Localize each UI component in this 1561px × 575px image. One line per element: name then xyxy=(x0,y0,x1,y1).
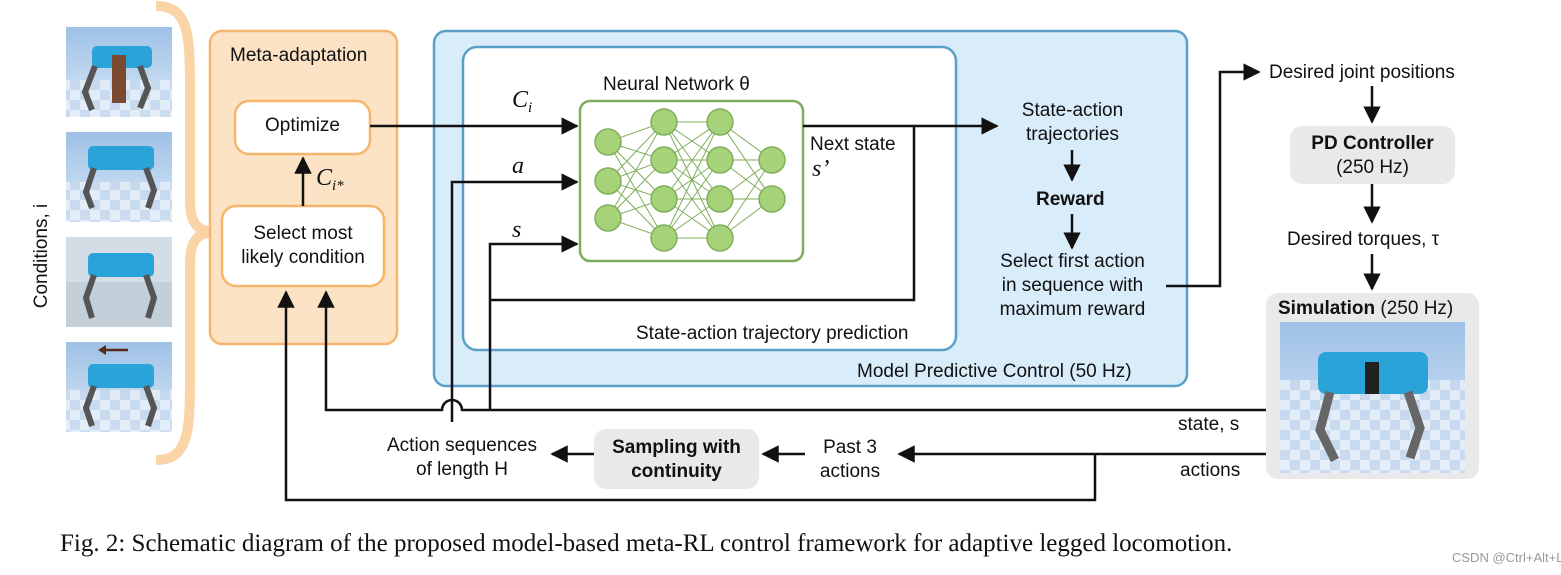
nn-node xyxy=(594,167,622,195)
reward-label: Reward xyxy=(1036,189,1105,210)
next-state-label: Next state xyxy=(810,134,896,155)
s-prime-label: s’ xyxy=(812,156,830,182)
sampling-label: Sampling with continuity xyxy=(594,436,759,484)
nn-edge xyxy=(663,159,721,239)
robot-thumbnail-4 xyxy=(66,342,172,432)
meta-adaptation-title: Meta-adaptation xyxy=(230,45,368,66)
nn-node xyxy=(706,185,734,213)
watermark: CSDN @Ctrl+Alt+L xyxy=(1452,550,1561,565)
mpc-title: Model Predictive Control (50 Hz) xyxy=(857,361,1132,382)
robot-thumbnail-3 xyxy=(66,237,172,327)
robot-thumbnail-1 xyxy=(66,27,172,117)
action-sequences-line2: of length H xyxy=(416,459,508,480)
nn-node xyxy=(706,146,734,174)
select-condition-label: Select most likely condition xyxy=(222,222,384,270)
trajectories-line1: State-action xyxy=(1021,100,1124,121)
nn-edge xyxy=(719,159,773,239)
nn-node xyxy=(758,185,786,213)
sampling-box xyxy=(594,429,759,489)
nn-edge xyxy=(607,121,665,219)
sampling-line2: continuity xyxy=(631,461,722,482)
desired-joint-label: Desired joint positions xyxy=(1269,62,1455,83)
nn-node xyxy=(594,204,622,232)
action-sequences-line1: Action sequences xyxy=(387,435,537,456)
simulation-robot-image xyxy=(1280,322,1465,473)
pd-controller-label: PD Controller (250 Hz) xyxy=(1290,132,1455,180)
optimize-box xyxy=(233,99,372,156)
nn-edge xyxy=(663,121,721,239)
nn-node xyxy=(594,128,622,156)
select-action-line2: in sequence with xyxy=(1001,275,1144,296)
desired-torques-label: Desired torques, τ xyxy=(1287,229,1440,250)
actions-label: actions xyxy=(1180,460,1241,481)
trajectories-line2: trajectories xyxy=(1026,124,1119,145)
input-ci-symbol: C xyxy=(512,87,529,113)
connectors xyxy=(277,63,1381,502)
action-sequences-label: Action sequences of length H xyxy=(372,434,552,482)
nn-node xyxy=(650,185,678,213)
nn-node xyxy=(706,224,734,252)
ci-star-subscript: i* xyxy=(332,177,344,194)
select-action-line3: maximum reward xyxy=(999,299,1146,320)
robot-thumbnail-2 xyxy=(66,132,172,222)
conditions-label: Conditions, i xyxy=(30,196,54,316)
input-a-label: a xyxy=(512,153,524,179)
state-s-label: state, s xyxy=(1178,413,1239,437)
ci-star-label: Ci* xyxy=(316,166,344,198)
state-s-text: state, s xyxy=(1178,414,1240,435)
sampling-line1: Sampling with xyxy=(612,437,741,458)
nn-node xyxy=(706,108,734,136)
simulation-label: Simulation (250 Hz) xyxy=(1278,297,1453,321)
pd-controller-title: PD Controller xyxy=(1311,133,1434,154)
past-actions-line2: actions xyxy=(819,461,881,482)
nn-node xyxy=(650,146,678,174)
nn-edge xyxy=(663,121,721,200)
trajectory-prediction-title: State-action trajectory prediction xyxy=(636,323,909,344)
conditions-text: Conditions, i xyxy=(31,203,52,309)
nn-title: Neural Network θ xyxy=(603,73,750,97)
pd-controller-hz: (250 Hz) xyxy=(1336,157,1409,178)
past-actions-label: Past 3 actions xyxy=(805,436,895,484)
select-action-line1: Select first action xyxy=(1000,251,1145,272)
input-ci-subscript: i xyxy=(528,99,533,116)
select-condition-line1: Select most xyxy=(253,223,353,244)
optimize-label: Optimize xyxy=(265,115,340,136)
input-ci-label: Ci xyxy=(512,88,532,120)
simulation-title: Simulation xyxy=(1278,298,1376,319)
nn-title-text: Neural Network θ xyxy=(603,74,750,95)
nn-node xyxy=(758,146,786,174)
figure-caption: Fig. 2: Schematic diagram of the propose… xyxy=(60,530,1233,557)
simulation-hz: (250 Hz) xyxy=(1380,298,1454,319)
select-action-label: Select first action in sequence with max… xyxy=(980,250,1165,322)
ci-star-symbol: C xyxy=(316,165,333,191)
trajectories-label: State-action trajectories xyxy=(990,99,1155,147)
pd-controller-box xyxy=(1290,126,1455,184)
nn-node xyxy=(650,224,678,252)
nn-node xyxy=(650,108,678,136)
past-actions-line1: Past 3 xyxy=(823,437,877,458)
neural-network-graph xyxy=(594,108,786,252)
input-s-label: s xyxy=(512,217,522,243)
select-condition-line2: likely condition xyxy=(241,247,365,268)
